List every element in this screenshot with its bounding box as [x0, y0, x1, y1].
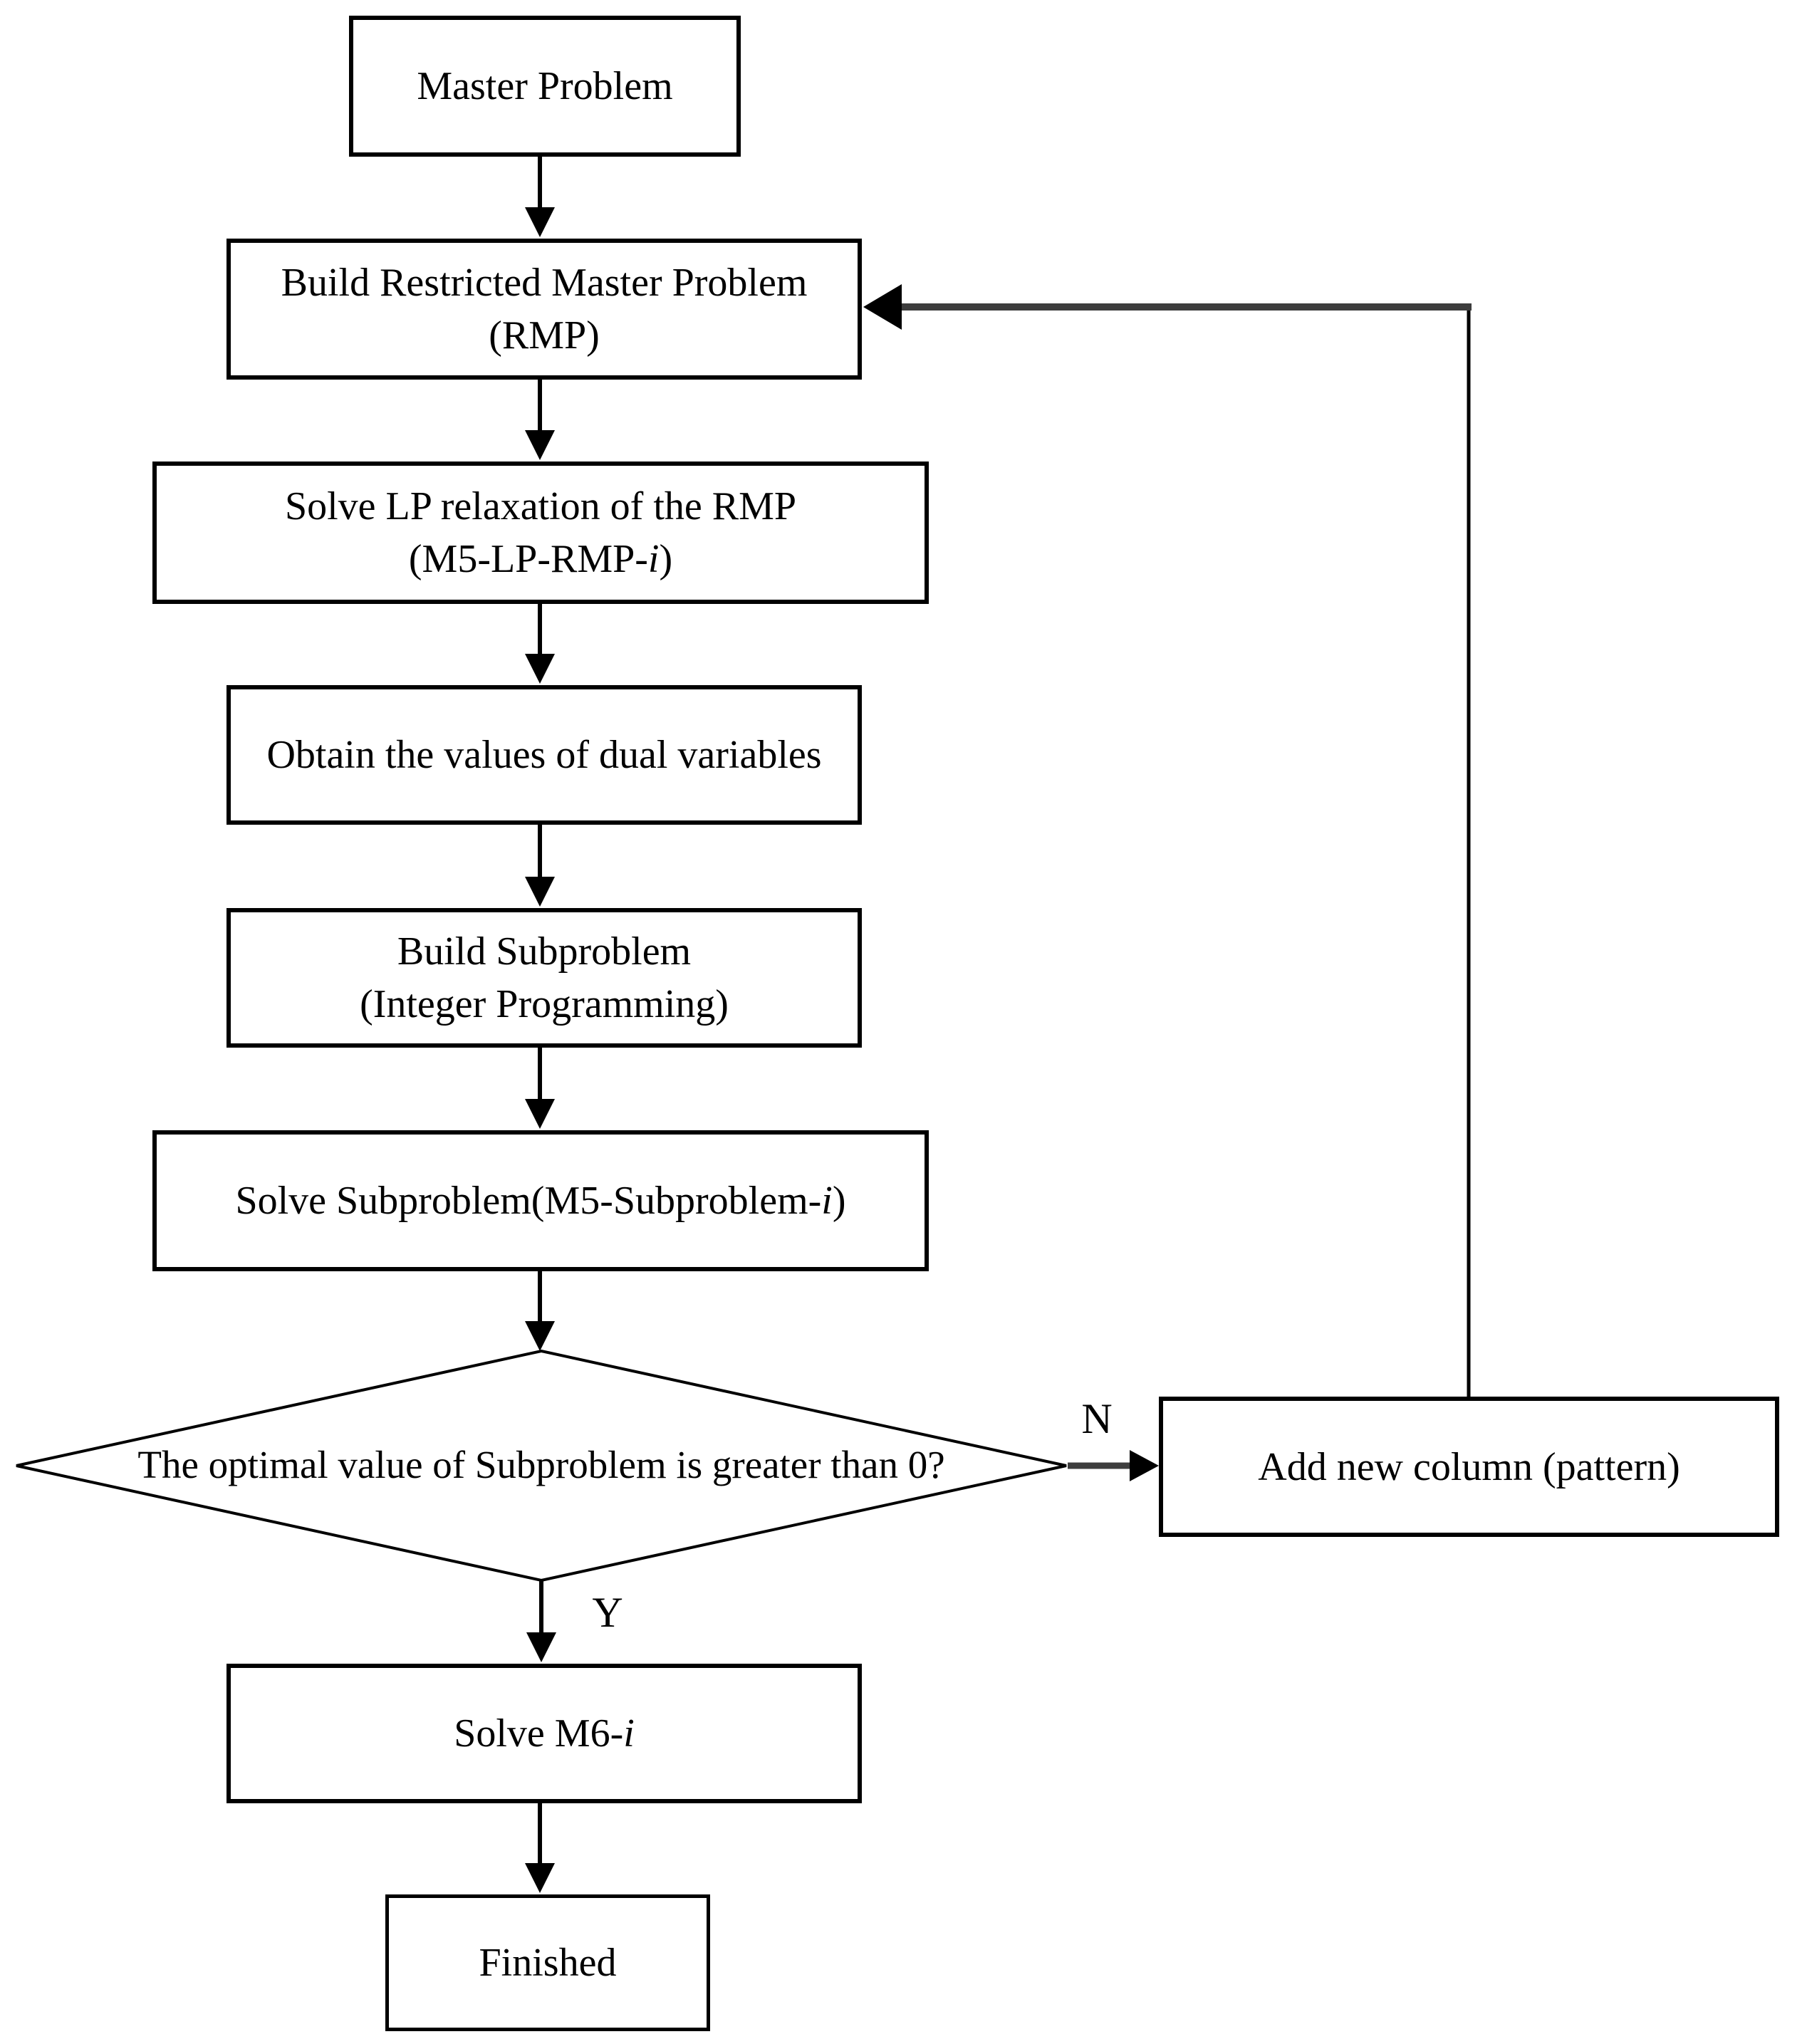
node-obtain-dual-values-label: Obtain the values of dual variables — [266, 733, 822, 777]
node-finished-label: Finished — [479, 1941, 617, 1985]
node-build-subproblem-label-line2: (Integer Programming) — [360, 982, 729, 1026]
node-build-rmp: Build Restricted Master Problem (RMP) — [226, 239, 862, 380]
node-solve-subproblem: Solve Subproblem(M5-Subproblem-i) — [152, 1130, 929, 1271]
arrow-rmp-to-lp-head — [525, 430, 555, 460]
decision-diamond-label: The optimal value of Subproblem is great… — [137, 1443, 945, 1486]
node-build-rmp-label-line1: Build Restricted Master Problem — [281, 261, 808, 305]
node-add-new-column-label: Add new column (pattern) — [1258, 1444, 1680, 1489]
node-build-rmp-label-line2: (RMP) — [489, 313, 600, 358]
node-obtain-dual-values: Obtain the values of dual variables — [226, 685, 862, 825]
node-master-problem: Master Problem — [349, 16, 741, 157]
node-solve-m6-label: Solve M6-i — [454, 1711, 635, 1756]
arrow-decision-to-solvem6-head — [526, 1632, 556, 1662]
node-solve-m6: Solve M6-i — [226, 1664, 862, 1803]
node-build-subproblem: Build Subproblem (Integer Programming) — [226, 908, 862, 1048]
arrow-lp-to-dual-head — [525, 654, 555, 684]
node-solve-lp-label-line1: Solve LP relaxation of the RMP — [284, 484, 797, 528]
arrow-dual-to-buildsub-head — [525, 877, 555, 907]
branch-label-no: N — [1081, 1395, 1113, 1442]
arrow-buildsub-to-solvesub-head — [525, 1099, 555, 1129]
feedback-arrowhead — [863, 284, 902, 330]
node-solve-lp-label-line2: (M5-LP-RMP-i) — [408, 537, 673, 581]
node-add-new-column: Add new column (pattern) — [1159, 1397, 1779, 1537]
node-build-subproblem-label-line1: Build Subproblem — [397, 929, 692, 974]
arrow-decision-to-addcolumn-head — [1130, 1450, 1159, 1481]
branch-label-yes: Y — [592, 1589, 623, 1636]
arrow-solvem6-to-finished-head — [525, 1863, 555, 1893]
node-solve-subproblem-label: Solve Subproblem(M5-Subproblem-i) — [235, 1179, 846, 1223]
node-master-problem-label: Master Problem — [417, 64, 673, 108]
node-finished: Finished — [385, 1894, 710, 2031]
arrow-master-to-rmp-head — [525, 207, 555, 237]
arrow-solvesub-to-decision-head — [525, 1321, 555, 1351]
node-solve-lp-relaxation: Solve LP relaxation of the RMP (M5-LP-RM… — [152, 462, 929, 604]
